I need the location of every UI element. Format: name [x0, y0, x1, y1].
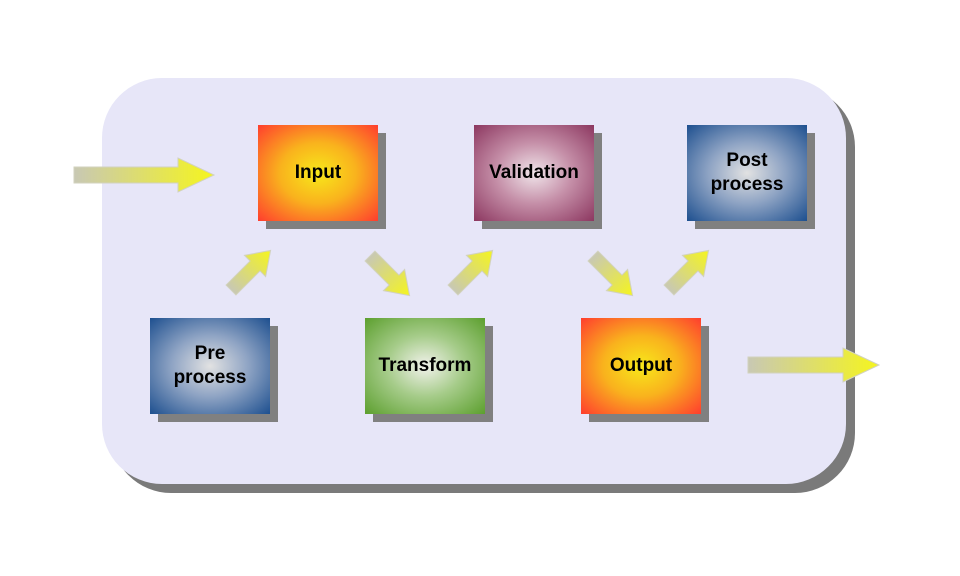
node-input: Input	[258, 125, 378, 221]
node-label-line: Post	[726, 150, 768, 171]
node-label: Input	[294, 162, 342, 183]
node-label-line: process	[173, 367, 247, 388]
node-output: Output	[581, 318, 701, 414]
arrow-validation-to-output	[587, 250, 634, 297]
exit-arrow	[747, 347, 881, 383]
node-pre-process: Pre process	[150, 318, 270, 414]
node-validation: Validation	[474, 125, 594, 221]
arrow-pre-to-input	[225, 249, 272, 296]
node-label-line: Pre	[194, 343, 226, 364]
arrow-transform-to-validation	[447, 249, 494, 296]
arrow-output-to-post	[663, 249, 710, 296]
entry-arrow	[73, 157, 216, 193]
node-post-process: Post process	[687, 125, 807, 221]
arrow-input-to-transform	[364, 250, 411, 297]
node-label-line: process	[710, 174, 784, 195]
node-label: Output	[609, 355, 673, 376]
node-label: Transform	[378, 355, 472, 376]
node-label: Validation	[489, 162, 579, 183]
node-transform: Transform	[365, 318, 485, 414]
